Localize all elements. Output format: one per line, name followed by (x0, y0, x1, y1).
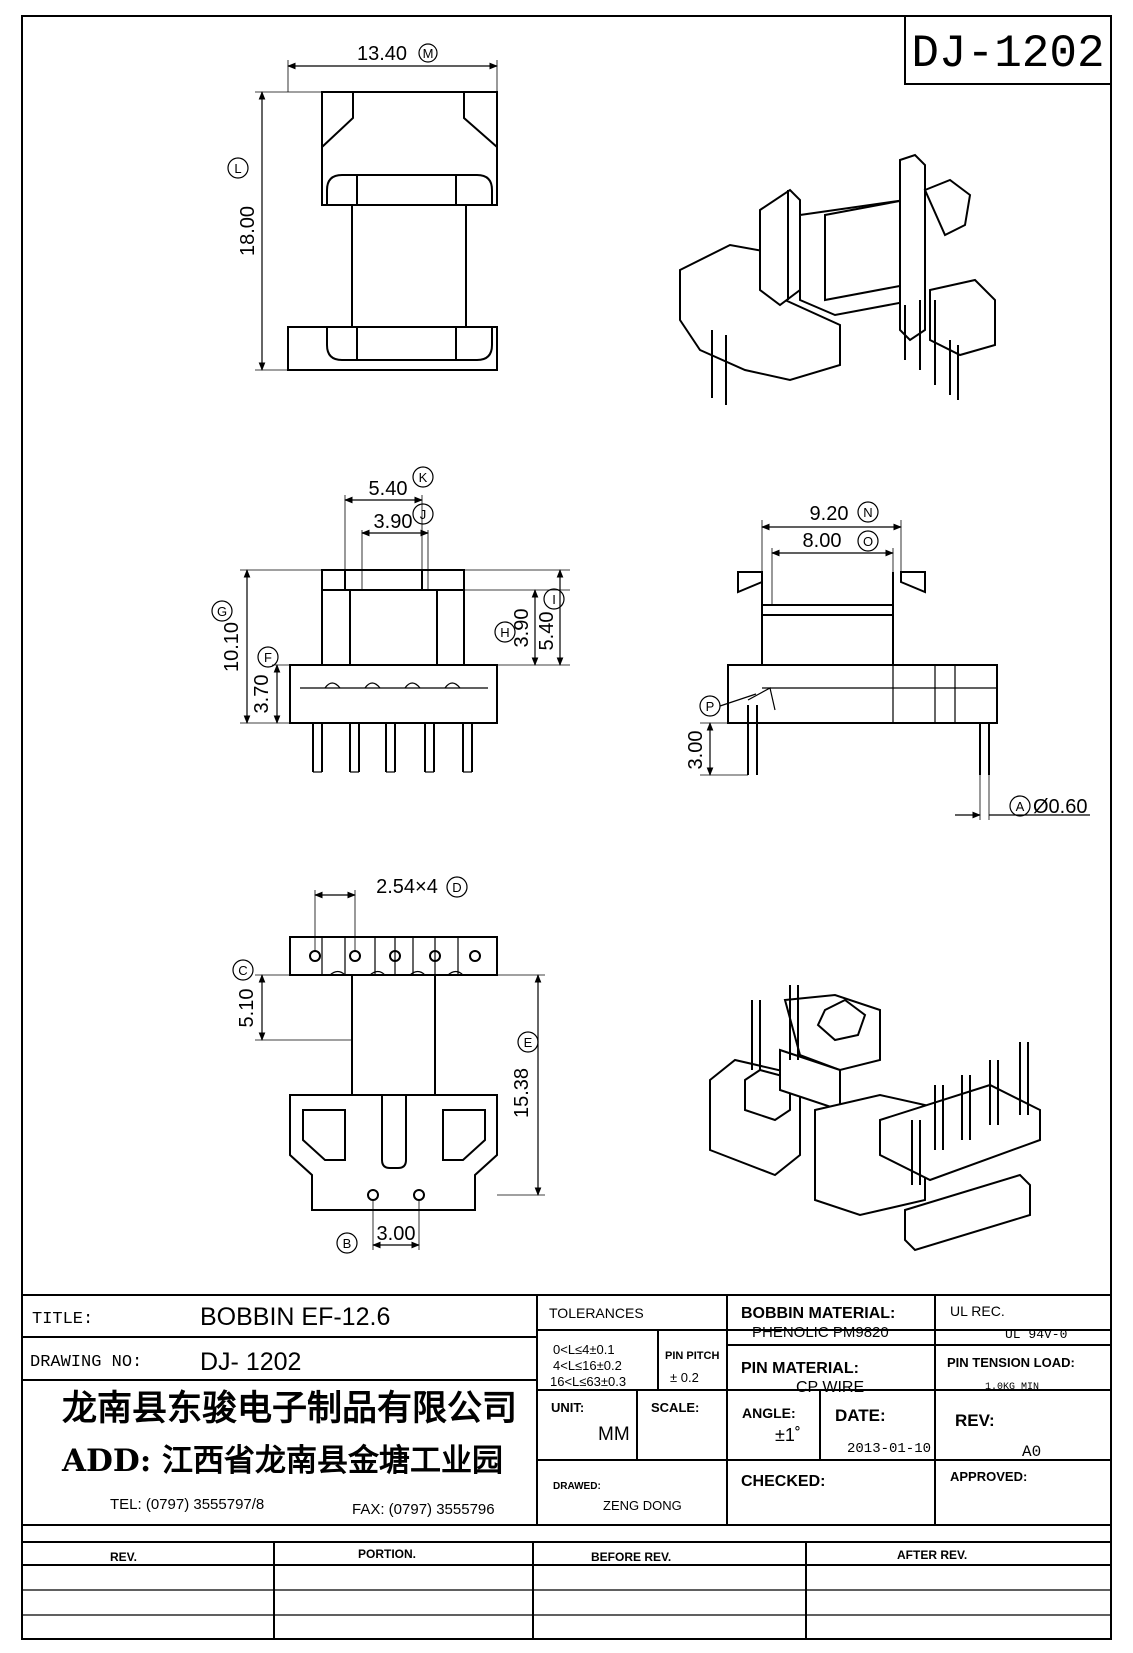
angle-label: ANGLE: (742, 1405, 796, 1421)
angle-value: ±1˚ (775, 1425, 801, 1445)
bottom-view: 2.54×4 D C 5.10 E 15.38 B 3.00 (232, 876, 545, 1254)
dim-front-outer-height: 5.40 (536, 612, 558, 651)
title-block: TITLE: BOBBIN EF-12.6 DRAWING NO: DJ- 12… (22, 1294, 1111, 1526)
portion-col-header: PORTION. (358, 1547, 416, 1561)
pin-pitch-value: ± 0.2 (670, 1370, 699, 1385)
pin-material-label: PIN MATERIAL: (741, 1360, 859, 1377)
rev-value: A0 (1022, 1443, 1041, 1461)
top-view: 13.40 M 18.00 L (227, 43, 498, 371)
bobbin-material-value: PHENOLIC PM9820 (752, 1324, 889, 1341)
drawing-no-value: DJ- 1202 (200, 1348, 301, 1376)
dim-bottom-length: 15.38 (511, 1068, 533, 1118)
ul-value: UL 94V-0 (1005, 1327, 1067, 1342)
checked-label: CHECKED: (741, 1473, 825, 1490)
tag-top-width: M (423, 46, 434, 61)
unit-label: UNIT: (551, 1400, 584, 1415)
dim-side-flange: 9.20 (810, 503, 849, 525)
pin-pitch-label: PIN PITCH (665, 1350, 719, 1362)
date-value: 2013-01-10 (847, 1441, 931, 1457)
tolerance-line-1: 0<L≤4±0.1 (553, 1342, 615, 1357)
after-rev-col-header: AFTER REV. (897, 1548, 967, 1562)
sheet-border (21, 15, 1112, 1640)
dim-front-window-height: 3.90 (511, 609, 533, 648)
pin-material-value: CP WIRE (796, 1379, 864, 1396)
tag-front-outer-height: I (552, 592, 556, 607)
tolerance-line-2: 4<L≤16±0.2 (553, 1358, 622, 1373)
dim-top-height: 18.00 (237, 206, 259, 256)
side-view: 9.20 N 8.00 O P 3.00 A Ø0.60 (685, 501, 1090, 820)
revision-table: REV. PORTION. BEFORE REV. AFTER REV. (22, 1541, 1111, 1639)
rev-label: REV: (955, 1411, 995, 1430)
tag-front-total-height: G (217, 604, 227, 619)
dim-front-total-height: 10.10 (221, 622, 243, 672)
tag-side-flange: N (863, 505, 872, 520)
dim-front-inner-width: 3.90 (374, 511, 413, 533)
drawing-no-label: DRAWING NO: (30, 1353, 142, 1372)
tag-side-inner: O (863, 534, 873, 549)
before-rev-col-header: BEFORE REV. (591, 1550, 671, 1564)
tag-side-pin-diameter: A (1016, 799, 1025, 814)
tag-front-base-height: F (264, 650, 272, 665)
company-tel: TEL: (0797) 3555797/8 (110, 1496, 264, 1513)
part-number: DJ-1202 (911, 28, 1104, 80)
drawer-label: DRAWED: (553, 1481, 601, 1492)
bobbin-material-label: BOBBIN MATERIAL: (741, 1305, 895, 1322)
date-label: DATE: (835, 1406, 886, 1425)
pin-tension-value: 1.0KG MIN (985, 1382, 1039, 1393)
company-fax: FAX: (0797) 3555796 (352, 1501, 495, 1518)
dim-side-inner: 8.00 (803, 530, 842, 552)
tolerances-label: TOLERANCES (549, 1305, 644, 1321)
tag-bottom-length: E (524, 1035, 533, 1050)
tag-side-pin-length: P (706, 699, 715, 714)
tag-bottom-b: B (343, 1236, 352, 1251)
tag-bottom-pitch: D (452, 880, 461, 895)
company-name: 龙南县东骏电子制品有限公司 (62, 1388, 517, 1429)
unit-value: MM (598, 1424, 630, 1445)
tag-top-height: L (234, 161, 241, 176)
front-view: 5.40 K 3.90 J 10.10 G 3.70 F 3.90 H 5.40… (211, 466, 570, 773)
scale-label: SCALE: (651, 1400, 699, 1415)
dim-bottom-row: 5.10 (236, 989, 258, 1028)
title-value: BOBBIN EF-12.6 (200, 1303, 390, 1331)
rev-col-header: REV. (110, 1550, 137, 1564)
approved-label: APPROVED: (950, 1469, 1027, 1484)
title-label: TITLE: (32, 1310, 93, 1329)
dim-front-base-height: 3.70 (251, 675, 273, 714)
ul-label: UL REC. (950, 1303, 1005, 1319)
tag-front-outer-width: K (419, 470, 428, 485)
isometric-view-top (679, 153, 996, 405)
dim-bottom-pitch: 2.54×4 (376, 876, 438, 898)
dim-bottom-b: 3.00 (377, 1223, 416, 1245)
dim-side-pin-length: 3.00 (685, 731, 707, 770)
tag-front-window-height: H (500, 625, 509, 640)
pin-tension-label: PIN TENSION LOAD: (947, 1355, 1075, 1370)
tag-bottom-row: C (238, 963, 247, 978)
dim-top-width: 13.40 (357, 43, 407, 65)
dim-front-outer-width: 5.40 (369, 478, 408, 500)
company-address: ADD: 江西省龙南县金塘工业园 (61, 1443, 503, 1479)
isometric-view-bottom (709, 985, 1041, 1252)
dim-side-pin-diameter: Ø0.60 (1033, 796, 1087, 818)
tag-front-inner-width: J (420, 507, 427, 522)
part-number-box: DJ-1202 (904, 15, 1112, 85)
drawer-value: ZENG DONG (603, 1498, 682, 1513)
tolerance-line-3: 16<L≤63±0.3 (550, 1374, 626, 1389)
